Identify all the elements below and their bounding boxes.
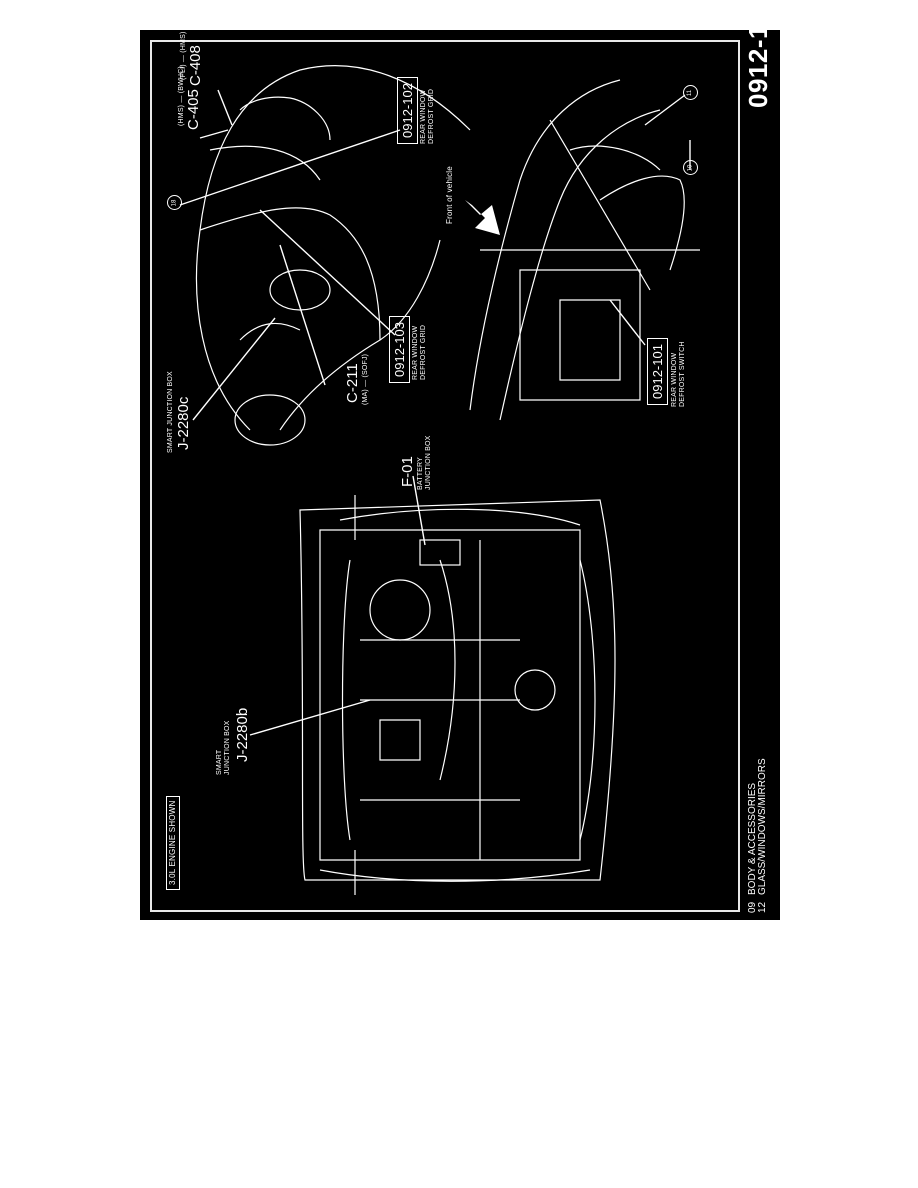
j2280c-title: SMART JUNCTION BOX	[167, 371, 174, 453]
f01-label: F-01	[399, 456, 416, 487]
j2280b-title-2: JUNCTION BOX	[224, 720, 231, 775]
ref-0912-103-desc-1: REAR WINDOW	[412, 325, 419, 380]
diagram-frame	[150, 40, 740, 912]
c211-label: C-211	[344, 363, 361, 403]
section-title-glass: GLASS/WINDOWS/MIRRORS	[757, 758, 768, 895]
ref-0912-102-desc-2: DEFROST GRID	[428, 88, 435, 144]
ref-box-0912-103[interactable]: 0912-103	[389, 316, 410, 383]
page-number: 0912-1	[743, 24, 773, 108]
section-number-12: 12	[757, 901, 768, 913]
f01-title-1: BATTERY	[417, 456, 424, 490]
j2280b-title-1: SMART	[216, 749, 223, 775]
c405-label: C-405	[185, 89, 202, 130]
j2280c-label: J-2280c	[175, 396, 192, 450]
ref-0912-101-desc-1: REAR WINDOW	[671, 352, 678, 407]
c408-label: C-408	[187, 45, 204, 86]
ref-box-0912-102[interactable]: 0912-102	[397, 77, 418, 144]
diagram-panel	[140, 30, 780, 920]
front-of-vehicle-label: Front of vehicle	[445, 166, 454, 224]
c211-qualifier: (MA) — (SOFJ)	[362, 353, 369, 405]
callout-18: 18	[167, 195, 182, 210]
callout-11: 11	[683, 85, 698, 100]
callout-10: 10	[683, 160, 698, 175]
ref-0912-103-desc-2: DEFROST GRID	[420, 324, 427, 380]
ref-0912-101-desc-2: DEFROST SWITCH	[679, 341, 686, 407]
ref-box-0912-101[interactable]: 0912-101	[647, 338, 668, 405]
ref-0912-102-desc-1: REAR WINDOW	[420, 89, 427, 144]
engine-shown-note: 3.0L ENGINE SHOWN	[166, 795, 180, 890]
j2280b-label: J-2280b	[234, 707, 251, 762]
f01-title-2: JUNCTION BOX	[425, 435, 432, 490]
